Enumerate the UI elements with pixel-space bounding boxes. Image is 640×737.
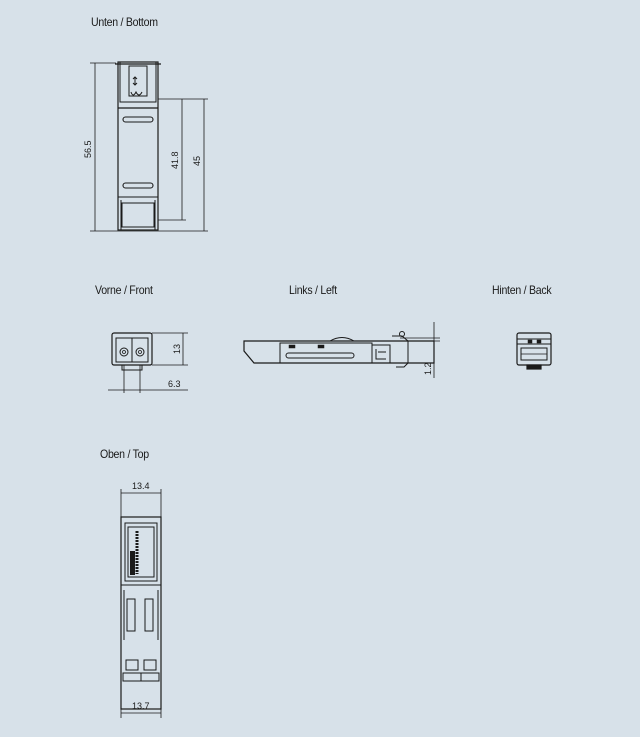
dim-total-length: 56.5 [83, 140, 93, 158]
front-view-drawing [108, 332, 188, 393]
dim-top-width: 13.4 [132, 481, 150, 491]
back-view-drawing [516, 332, 552, 370]
view-title-bottom: Unten / Bottom [91, 15, 158, 29]
dim-latch-offset: 1.2 [423, 362, 433, 375]
bottom-view-drawing [90, 61, 208, 232]
top-view-drawing [120, 489, 162, 718]
view-title-back: Hinten / Back [492, 283, 552, 297]
dim-port-pitch: 6.3 [168, 379, 181, 389]
dim-front-height: 13 [172, 344, 182, 354]
left-view-drawing [243, 322, 440, 378]
view-title-top: Oben / Top [100, 447, 149, 461]
view-title-left: Links / Left [289, 283, 337, 297]
dim-bottom-width: 13.7 [132, 701, 150, 711]
dim-body-length: 45 [192, 156, 202, 166]
dim-inner-length: 41.8 [170, 151, 180, 169]
view-title-front: Vorne / Front [95, 283, 153, 297]
